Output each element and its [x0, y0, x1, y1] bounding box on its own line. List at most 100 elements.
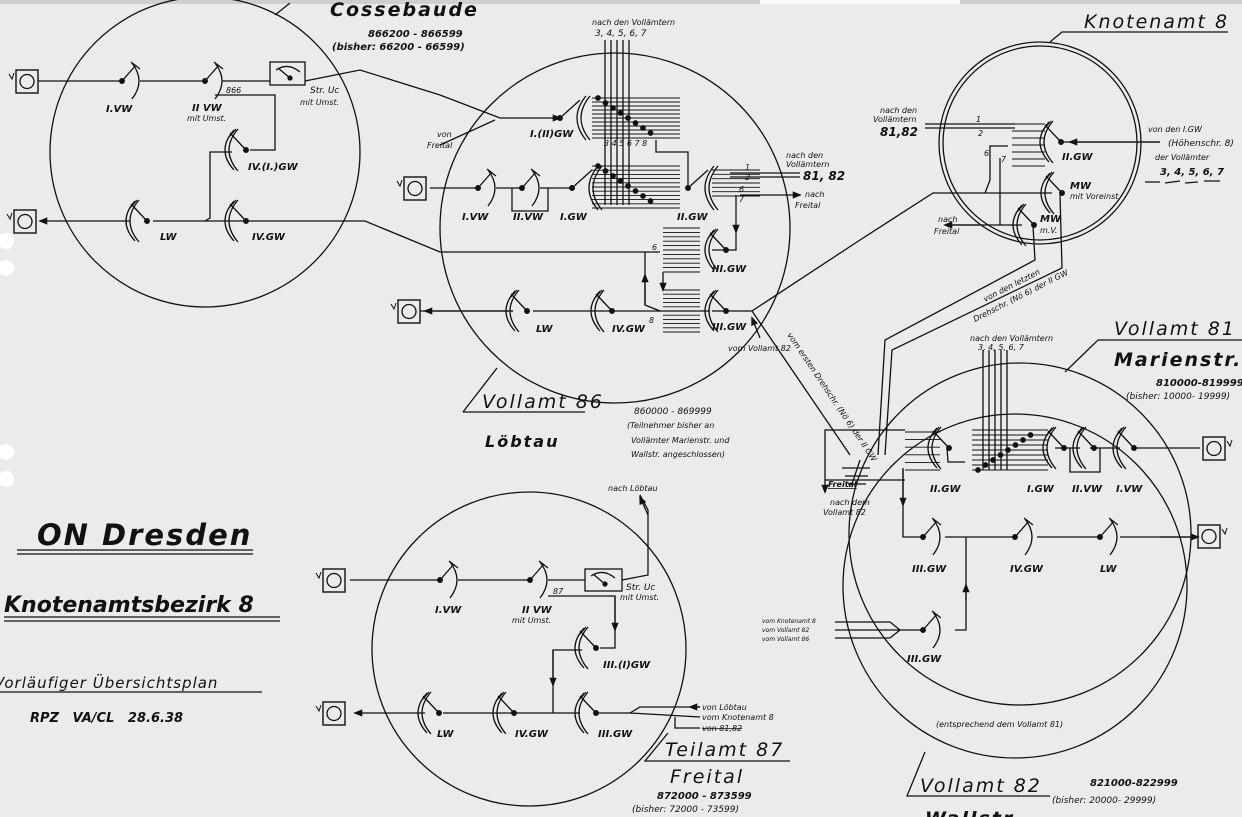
selector-switch-icon: [920, 517, 942, 556]
cossebaude-range: 866200 - 866599: [368, 29, 463, 40]
label-input-1: vom Knotenamt 8: [762, 618, 816, 625]
selector-switch-icon: [492, 691, 517, 735]
label-iv-gw: IV.GW: [1010, 564, 1044, 575]
label-iv-gw: IV.GW: [252, 232, 286, 243]
loebtau-range: 860000 - 869999: [634, 407, 712, 417]
label-iii-i-gw: III.(I)GW: [603, 660, 651, 671]
line-number: 8: [649, 316, 654, 325]
selector-switch-icon: [224, 199, 249, 243]
label-freital: Freital: [828, 480, 857, 489]
subscriber-telephone-icon: [1197, 524, 1228, 549]
selector-switch-icon: [1012, 203, 1037, 247]
label-input-1: von Löbtau: [702, 703, 747, 712]
label-iii-gw-b: III.GW: [907, 654, 942, 665]
line-number: 7: [739, 195, 745, 204]
vollamt82-circle: [842, 413, 1188, 759]
selector-switch-icon: [119, 61, 141, 100]
selector-switch-icon: [704, 289, 729, 333]
label-lw: LW: [1100, 564, 1118, 575]
selector-switch-icon: [574, 691, 599, 735]
selector-switch-icon: [202, 61, 224, 100]
vollamt82-name: Vollamt 82: [920, 775, 1042, 797]
label-lw: LW: [160, 232, 178, 243]
top-edge: [0, 0, 1242, 4]
label-mw-1: MW: [1070, 181, 1092, 192]
subscriber-telephone-icon: [1202, 436, 1233, 461]
subscriber-telephone-icon: [315, 568, 346, 593]
cossebaude-circle: [49, 0, 361, 308]
vollamt81-name: Vollamt 81: [1114, 318, 1236, 340]
label-code: 87: [553, 587, 564, 596]
label-to-81-82-b: Vollämtern: [786, 160, 829, 169]
vollamt81-place: Marienstr.: [1114, 349, 1242, 371]
selector-switch-icon: [557, 95, 591, 141]
cossebaude-name: Cossebaude: [330, 0, 479, 21]
wiring: [38, 40, 1200, 729]
label-to-exchanges: nach den Vollämtern: [970, 334, 1053, 343]
label-str-uc: Str. Uc: [310, 86, 339, 96]
label-i-ii-gw: I.(II)GW: [530, 129, 574, 140]
selector-switch-icon: [704, 228, 729, 272]
label-from-c: der Vollämter: [1155, 153, 1210, 162]
subscriber-telephone-icon: [396, 176, 427, 201]
selector-switch-icon: [685, 165, 719, 211]
vollamt81-labels: Vollamt 81 Marienstr. 810000-819999 (bis…: [762, 318, 1242, 665]
selector-switch-icon: [1112, 426, 1137, 470]
label-iii-gw-a: III.GW: [712, 264, 747, 275]
label-iv-gw: IV.GW: [515, 729, 549, 740]
main-title: ON Dresden: [37, 518, 252, 552]
label-mit-umst: mit Umst.: [187, 114, 226, 123]
plan-title: Vorläufiger Übersichtsplan: [0, 673, 218, 692]
contact-bank: [592, 95, 680, 139]
selector-switch-icon: [574, 626, 599, 670]
label-i-vw: I.VW: [1116, 484, 1143, 495]
label-iii-gw: III.GW: [598, 729, 633, 740]
label-leaders: [274, 2, 1242, 797]
freital-junction-symbol: [842, 459, 870, 485]
selector-switch-icon: [475, 168, 497, 207]
label-ii-vw: II VW: [192, 103, 223, 114]
str-uc-box-cossebaude: [269, 61, 306, 86]
label-i-gw: I.GW: [1027, 484, 1055, 495]
selector-switch-icon: [1042, 426, 1067, 470]
label-mw-1-note: mit Voreinst.: [1070, 192, 1121, 201]
label-mw-2-note: m.V.: [1040, 226, 1057, 235]
selector-switch-icon: [527, 560, 549, 599]
label-exchanges-list: 3, 4, 5, 6, 7: [978, 343, 1025, 352]
subscriber-telephone-icon: [390, 299, 421, 324]
teilamt87-name: Teilamt 87: [665, 739, 784, 761]
knotenamt-name: Knotenamt 8: [1084, 11, 1229, 33]
selector-switch-icon: [519, 168, 541, 207]
label-nach: nach: [938, 215, 957, 224]
label-from-a: von den I.GW: [1148, 125, 1203, 134]
label-ii-vw: II.VW: [1072, 484, 1103, 495]
contact-bank: [712, 169, 760, 197]
line-number: 6: [739, 185, 744, 194]
selector-switch-icon: [1039, 120, 1064, 164]
label-to-loebtau: nach Löbtau: [608, 484, 658, 493]
loebtau-note-1: (Teilnehmer bisher an: [627, 421, 714, 430]
contact-bank: [663, 227, 700, 273]
district-title: Knotenamtsbezirk 8: [4, 593, 254, 618]
loebtau-labels: nach den Vollämtern 3, 4, 5, 6, 7 3 4 5 …: [427, 18, 845, 459]
line-number: 2: [978, 129, 983, 138]
selector-switch-icon: [927, 426, 952, 470]
label-from-d: 3, 4, 5, 6, 7: [1160, 167, 1224, 178]
label-ii-vw: II VW: [522, 605, 553, 616]
label-ii-gw: II.GW: [1062, 152, 1093, 163]
loebtau-name: Vollamt 86: [482, 391, 604, 413]
selector-switch-icon: [1040, 171, 1065, 215]
label-lw: LW: [536, 324, 554, 335]
label-input-3: vom Vollamt 86: [762, 636, 809, 643]
loebtau-note-2: Vollämter Marienstr. und: [631, 436, 730, 445]
label-to-a: nach den: [880, 106, 917, 115]
vollamt81-old-range: (bisher: 10000- 19999): [1126, 392, 1230, 402]
title-block: ON Dresden Knotenamtsbezirk 8 Vorläufige…: [0, 518, 280, 726]
teilamt87-place: Freital: [670, 766, 744, 788]
label-bank-numbers: 3 4 5 6 7 8: [604, 139, 647, 148]
label-exchanges-list: 3, 4, 5, 6, 7: [595, 29, 647, 39]
selector-switch-icon: [590, 289, 615, 333]
label-lw: LW: [437, 729, 455, 740]
vollamt82-place: Wallstr.: [925, 808, 1021, 817]
label-from-b: (Höhenschr. 8): [1168, 139, 1234, 149]
